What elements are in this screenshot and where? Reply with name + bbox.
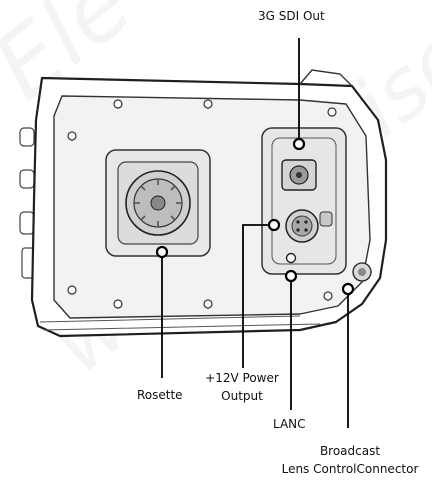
callout-dot-power [267,218,281,232]
callout-lines [161,38,349,428]
callout-dot-broadcast [341,282,355,296]
callout-dot-sdi [292,137,306,151]
label-power-line-1: +12V Power [205,371,279,385]
label-rosette: Rosette [137,388,183,402]
callout-dot-lanc [284,269,298,283]
power-xlr-connector [285,209,333,243]
connector-bay [261,127,347,275]
broadcast-lens-connector [352,262,372,282]
label-sdi: 3G SDI Out [258,9,325,23]
label-broadcast-line-1: Broadcast [319,444,381,458]
label-power-line-2: Output [221,389,263,403]
lanc-jack [285,252,297,264]
label-broadcast-line-2: Lens ControlConnector [281,462,419,476]
label-power: +12V Power Output [192,369,292,405]
callout-line-power [242,224,274,368]
sdi-connector [281,159,317,191]
rosette-mount [105,149,211,257]
label-broadcast: Broadcast Lens ControlConnector [270,442,430,478]
callout-dot-rosette [155,245,169,259]
callout-dots [155,137,355,296]
label-lanc: LANC [273,417,306,431]
panel-screws [67,99,337,309]
